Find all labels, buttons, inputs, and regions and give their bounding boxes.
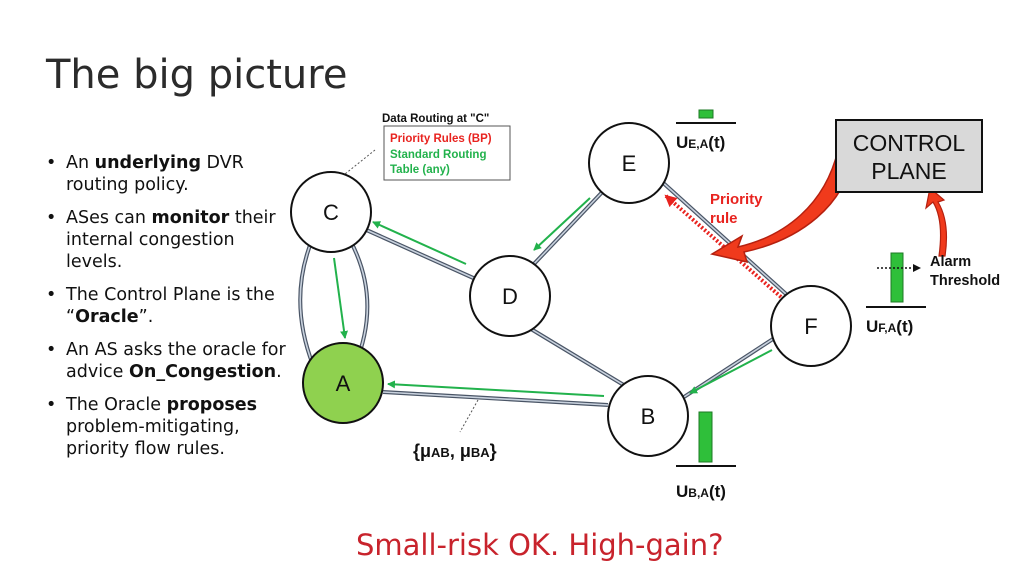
node-a[interactable] <box>302 342 384 424</box>
flow-arrows <box>333 197 773 397</box>
bullet-text: The Oracle <box>66 395 167 415</box>
utilization-ue-bar <box>698 109 714 119</box>
bullet-text: . <box>276 362 282 382</box>
control-plane-frame[interactable] <box>835 119 983 193</box>
utilization-ub-bar <box>698 411 713 463</box>
node-label-e: E <box>622 151 637 176</box>
utilization-ub: UB,A(t) <box>676 411 736 501</box>
bullet-emphasis: underlying <box>94 153 201 173</box>
bullet-item: The Oracle proposes problem-mitigating, … <box>44 394 294 460</box>
priority-rule-line2: rule <box>710 210 738 227</box>
flow-arrow-c-a <box>333 257 349 339</box>
node-f[interactable] <box>770 285 852 367</box>
routing-box-standard: Standard Routing <box>390 149 486 161</box>
bullet-text: DVR routing policy. <box>66 153 244 195</box>
bullet-emphasis: On_Congestion <box>129 362 277 382</box>
utilization-ue-label: UE,A(t) <box>676 133 725 152</box>
bullet-item: An underlying DVR routing policy. <box>44 152 294 196</box>
bullet-item: The Control Plane is the “Oracle”. <box>44 284 294 328</box>
routing-box-priority: Priority Rules (BP) <box>390 133 492 145</box>
link-c-d <box>361 226 481 283</box>
bullet-emphasis: Oracle <box>75 307 139 327</box>
alarm-label-line1: Alarm <box>930 254 971 270</box>
routing-box-callout <box>344 149 376 175</box>
bullet-list: An underlying DVR routing policy. ASes c… <box>44 152 294 471</box>
utilization-ue-sub: E,A <box>688 137 708 151</box>
alarm-label-line2: Threshold <box>930 273 1000 289</box>
node-label-f: F <box>804 314 817 339</box>
utilization-ue-main: U <box>676 133 688 152</box>
bullet-text: their internal congestion levels. <box>66 208 276 272</box>
utilization-uf-label: UF,A(t) <box>866 317 913 336</box>
node-label-c: C <box>323 200 339 225</box>
alarm-arrow <box>925 186 948 257</box>
mu-label: {μAB, μBA} <box>413 441 497 461</box>
utilization-uf: UF,A(t) Alarm Threshold <box>866 252 1000 336</box>
flow-arrow-b-a <box>387 380 605 397</box>
node-label-b: B <box>641 404 656 429</box>
bullet-text: ASes can <box>66 208 152 228</box>
bullet-item: An AS asks the oracle for advice On_Cong… <box>44 339 294 383</box>
utilization-uf-tail: (t) <box>896 317 913 336</box>
utilization-ub-label: UB,A(t) <box>676 482 726 501</box>
mu-label-sub2: BA <box>471 445 490 460</box>
mu-label-close: } <box>490 441 497 461</box>
slide-caption: Small-risk OK. High-gain? <box>356 528 724 562</box>
network-nodes: C A D E F B <box>290 122 852 457</box>
link-b-a <box>382 390 609 407</box>
bullet-text: The Control Plane is the “ <box>66 285 275 327</box>
utilization-ub-sub: B,A <box>688 486 709 500</box>
utilization-uf-sub: F,A <box>878 321 896 335</box>
mu-label-mid: , μ <box>450 441 471 461</box>
priority-rule-line1: Priority <box>710 191 763 208</box>
link-e-f <box>658 178 788 296</box>
node-b[interactable] <box>607 375 689 457</box>
bullet-text: problem-mitigating, priority flow rules. <box>66 417 240 459</box>
utilization-uf-bar <box>890 252 904 303</box>
utilization-ue-tail: (t) <box>708 133 725 152</box>
node-c[interactable] <box>290 171 372 253</box>
routing-box-frame <box>383 125 511 181</box>
utilization-ue: UE,A(t) <box>676 109 736 152</box>
node-e[interactable] <box>588 122 670 204</box>
bullet-emphasis: monitor <box>151 208 230 228</box>
bullet-text: ”. <box>138 307 154 327</box>
mu-label-open: {μ <box>413 441 431 461</box>
node-d[interactable] <box>469 255 551 337</box>
flow-arrow-d-c <box>372 221 467 265</box>
node-label-d: D <box>502 284 518 309</box>
flow-arrow-e-d <box>533 197 591 251</box>
control-plane-box: CONTROL PLANE <box>835 119 983 193</box>
control-plane-line1: CONTROL <box>853 130 966 156</box>
utilization-ub-main: U <box>676 482 688 501</box>
node-label-a: A <box>336 371 351 396</box>
utilization-uf-main: U <box>866 317 878 336</box>
bullet-item: ASes can monitor their internal congesti… <box>44 207 294 273</box>
flow-arrow-f-b <box>689 349 773 394</box>
routing-box-title: Data Routing at "C" <box>382 113 489 125</box>
bullet-text: An <box>66 153 95 173</box>
utilization-ub-tail: (t) <box>709 482 726 501</box>
mu-label-callout <box>459 399 479 433</box>
routing-box-table: Table (any) <box>390 164 450 176</box>
link-e-d <box>530 184 610 268</box>
bullet-emphasis: proposes <box>166 395 258 415</box>
control-plane-line2: PLANE <box>871 158 946 184</box>
mu-label-sub1: AB <box>431 445 450 460</box>
priority-rule-label: Priority rule <box>710 191 763 227</box>
link-d-b <box>529 327 629 389</box>
slide-title: The big picture <box>46 52 348 98</box>
bullet-text: An AS asks the oracle for advice <box>66 340 286 382</box>
routing-table-box: Data Routing at "C" Priority Rules (BP) … <box>382 113 511 181</box>
